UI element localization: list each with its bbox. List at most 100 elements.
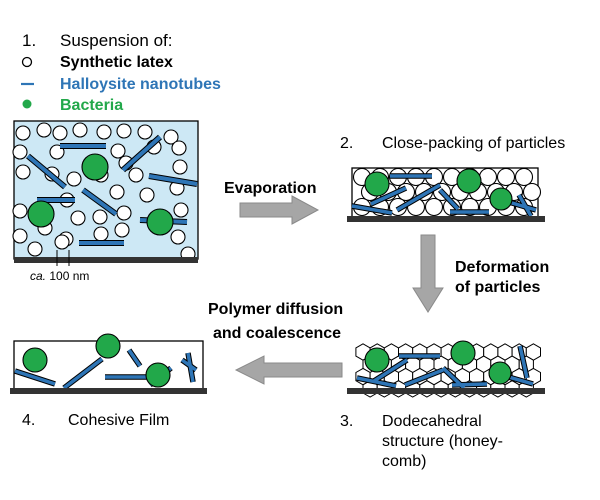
latex-particle <box>92 209 108 225</box>
bacterium <box>27 200 55 228</box>
nanotube <box>356 376 397 388</box>
evaporation-label: Evaporation <box>224 180 316 197</box>
latex-particle <box>15 164 31 180</box>
stage-2-label: Close-packing of particles <box>382 135 565 152</box>
latex-particle <box>128 167 144 183</box>
latex-particle <box>171 140 187 156</box>
honeycomb-panel: 3. Dodecahedral structure (honey- comb) <box>340 340 545 470</box>
latex-particle <box>116 123 132 139</box>
deformation-label-line1: Deformation <box>455 259 549 276</box>
latex-particle <box>93 226 109 242</box>
nanotube <box>186 352 195 383</box>
stage-2-number: 2. <box>340 135 353 152</box>
latex-particle <box>109 184 125 200</box>
latex-particle <box>72 122 88 138</box>
nanotube <box>396 183 441 212</box>
latex-particle <box>114 222 130 238</box>
nanotube <box>438 188 460 211</box>
diffusion-arrow <box>234 355 343 385</box>
bacterium <box>488 361 512 385</box>
bacterium <box>364 347 390 373</box>
latex-particle <box>139 187 155 203</box>
scale-label: ca. 100 nm <box>30 269 89 283</box>
bacterium <box>456 168 482 194</box>
deformation-label-line2: of particles <box>455 279 540 296</box>
latex-particle <box>110 143 126 159</box>
stage-4-label: Cohesive Film <box>68 412 169 429</box>
diffusion-step: Polymer diffusion and coalescence <box>208 301 343 385</box>
latex-particle <box>496 167 516 187</box>
deformation-step: Deformation of particles <box>412 234 549 313</box>
legend-step-number: 1. <box>22 31 36 50</box>
honeycomb-bacteria <box>364 340 512 385</box>
nanotube <box>148 174 198 186</box>
honeycomb-nanotubes <box>356 345 534 390</box>
substrate-3 <box>347 388 545 394</box>
latex-particle <box>12 228 28 244</box>
nanotube <box>62 357 104 390</box>
stage-4-number: 4. <box>22 412 35 429</box>
nanotube <box>127 349 142 367</box>
nanotube <box>373 358 408 383</box>
latex-particle <box>172 159 188 175</box>
legend: 1. Suspension of: Synthetic latex Halloy… <box>21 31 221 114</box>
nanotube <box>517 194 533 217</box>
nanotube <box>81 188 118 216</box>
latex-particle <box>173 202 189 218</box>
stage-3-label-line2: structure (honey- <box>382 433 503 450</box>
stage-3-number: 3. <box>340 413 353 430</box>
latex-particle <box>70 210 86 226</box>
evaporation-arrow <box>239 195 320 225</box>
nanotube <box>14 369 56 386</box>
bacterium <box>145 362 171 388</box>
nanotube <box>351 204 393 215</box>
substrate-4 <box>10 388 207 394</box>
legend-bacteria-label: Bacteria <box>60 97 123 114</box>
latex-particle <box>12 203 28 219</box>
latex-particle <box>12 144 28 160</box>
packed-bacteria <box>364 168 513 211</box>
cohesive-film-panel: 4. Cohesive Film <box>10 333 207 429</box>
nanotube <box>121 135 162 172</box>
legend-latex-label: Synthetic latex <box>60 54 173 71</box>
diffusion-label-line2: and coalescence <box>213 325 341 342</box>
suspension-panel: ca. 100 nm <box>12 120 199 283</box>
latex-particle <box>15 125 31 141</box>
latex-particle <box>522 182 542 202</box>
latex-particle <box>27 241 43 257</box>
diffusion-label-line1: Polymer diffusion <box>208 301 343 318</box>
nanotube <box>451 382 488 387</box>
film-bacteria <box>22 333 171 388</box>
latex-particle <box>424 197 444 217</box>
latex-particle <box>54 234 70 250</box>
bacterium <box>146 208 174 236</box>
bacteria-cells <box>27 153 174 236</box>
latex-particle <box>170 229 186 245</box>
nanotube <box>26 154 67 189</box>
legend-heading: Suspension of: <box>60 31 172 50</box>
latex-particle <box>116 205 132 221</box>
bacterium <box>95 333 121 359</box>
latex-particle <box>96 124 112 140</box>
latex-legend-icon <box>21 56 33 68</box>
bacterium <box>364 171 390 197</box>
nanotube <box>518 345 529 379</box>
bacterium <box>81 153 109 181</box>
close-packing-panel: 2. Close-packing of particles <box>340 135 565 222</box>
latex-particle <box>52 125 68 141</box>
legend-halloysite-label: Halloysite nanotubes <box>60 76 221 93</box>
latex-particle <box>163 129 179 145</box>
latex-particle <box>514 167 534 187</box>
bacteria-legend-icon <box>22 99 32 109</box>
bacterium <box>22 347 48 373</box>
deformation-arrow <box>412 234 444 313</box>
nanotube <box>404 368 444 387</box>
substrate-1 <box>14 257 198 263</box>
evaporation-step: Evaporation <box>224 180 320 225</box>
nanotube <box>370 186 407 206</box>
latex-particle <box>478 167 498 187</box>
stage-3-label-line1: Dodecahedral <box>382 413 482 430</box>
stage-3-label-line3: comb) <box>382 453 426 470</box>
latex-particle <box>36 122 52 138</box>
